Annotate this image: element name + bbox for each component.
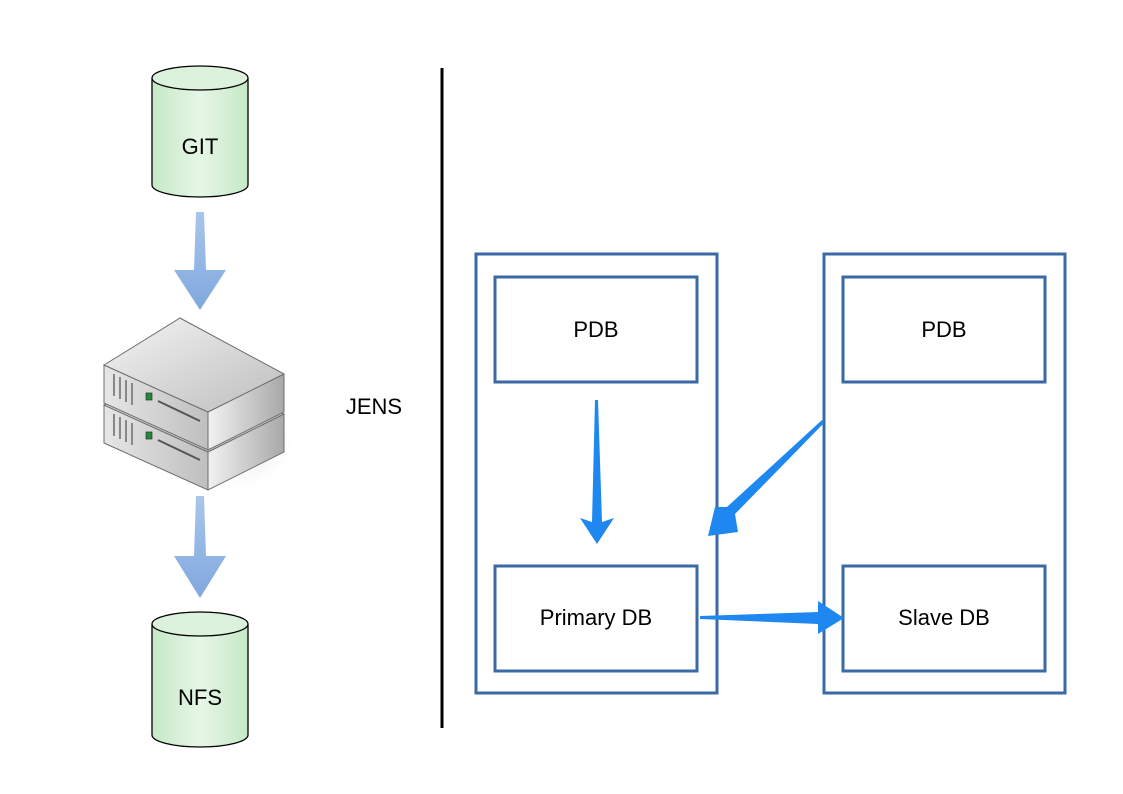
git-to-server-arrow <box>174 212 226 310</box>
server-stack-icon <box>102 317 300 493</box>
primary-pdb-label: PDB <box>573 317 618 342</box>
standby-db-box: Slave DB <box>841 564 1047 673</box>
primary-to-slave-db-arrow <box>700 601 844 634</box>
standby-pdb-to-primary-arrow <box>708 420 824 536</box>
server-to-nfs-arrow <box>174 496 226 598</box>
pdb-to-primary-db-arrow <box>580 400 614 544</box>
standby-container: PDB Slave DB <box>822 252 1067 695</box>
git-cylinder: GIT <box>151 65 249 198</box>
standby-pdb-box: PDB <box>841 275 1047 384</box>
nfs-label: NFS <box>178 685 222 710</box>
nfs-cylinder: NFS <box>151 611 249 748</box>
primary-db-box: Primary DB <box>493 564 699 673</box>
git-label: GIT <box>182 134 219 159</box>
primary-container: PDB Primary DB <box>474 252 719 695</box>
primary-pdb-box: PDB <box>493 275 699 384</box>
standby-pdb-label: PDB <box>921 317 966 342</box>
primary-db-label: Primary DB <box>540 605 652 630</box>
standby-db-label: Slave DB <box>898 605 990 630</box>
server-label: JENS <box>346 394 402 419</box>
